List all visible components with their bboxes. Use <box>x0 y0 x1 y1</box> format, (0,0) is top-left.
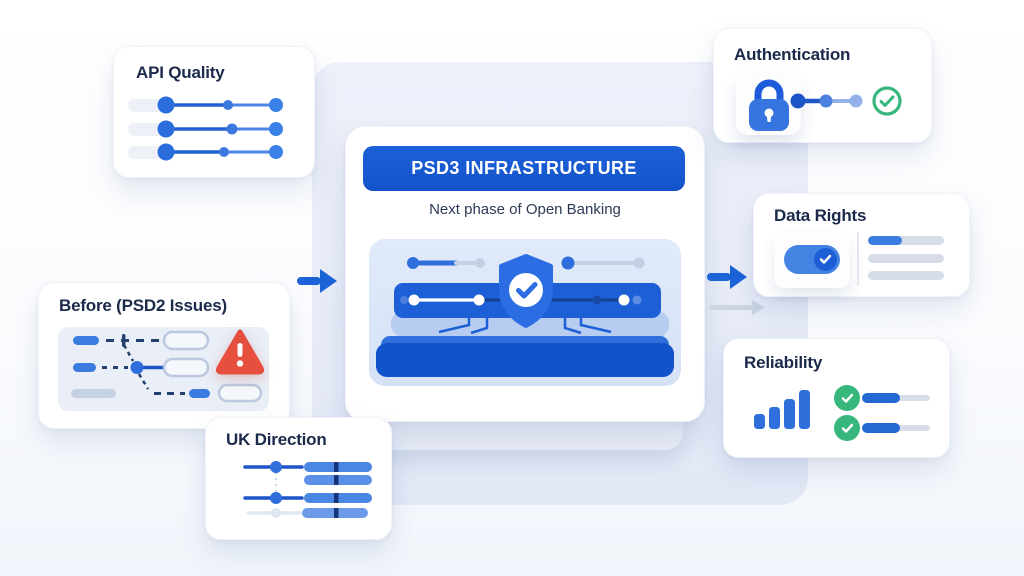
card-authentication: Authentication <box>713 28 932 143</box>
toggle-check-icon <box>814 248 837 271</box>
card-psd3-infrastructure: PSD3 INFRASTRUCTURE Next phase of Open B… <box>345 126 705 422</box>
lock-tile <box>736 75 801 135</box>
check-circle-icon <box>834 415 860 441</box>
toggle-tile <box>774 232 850 288</box>
reliability-item <box>834 385 934 411</box>
auth-progress-dots <box>790 93 863 109</box>
progress-bar <box>868 254 944 263</box>
api-quality-slider[interactable] <box>128 119 292 139</box>
progress-bar <box>868 271 944 280</box>
card-title: UK Direction <box>226 430 327 449</box>
card-before-psd2-issues: Before (PSD2 Issues) <box>38 282 290 429</box>
card-title: Reliability <box>744 353 823 372</box>
check-circle-icon <box>872 86 902 116</box>
data-consent-toggle[interactable] <box>784 245 840 274</box>
reliability-bar-chart <box>754 387 818 429</box>
card-reliability: Reliability <box>723 338 950 458</box>
card-title: Data Rights <box>774 206 867 225</box>
psd3-illustration <box>369 239 681 386</box>
card-title: API Quality <box>136 63 225 82</box>
progress-fill <box>862 393 900 403</box>
card-api-quality: API Quality <box>113 46 315 178</box>
api-quality-slider[interactable] <box>128 142 292 162</box>
progress-bar <box>868 236 944 245</box>
uk-direction-sliders[interactable] <box>242 460 378 522</box>
psd3-title: PSD3 INFRASTRUCTURE <box>411 158 637 178</box>
api-quality-slider[interactable] <box>128 95 292 115</box>
psd3-header-banner: PSD3 INFRASTRUCTURE <box>363 146 685 191</box>
warning-triangle-icon <box>215 329 265 375</box>
arrow-right-icon <box>297 269 337 293</box>
card-data-rights: Data Rights <box>753 193 970 297</box>
reliability-item <box>834 415 934 441</box>
card-uk-direction: UK Direction <box>205 417 392 540</box>
check-circle-icon <box>834 385 860 411</box>
psd3-subtitle: Next phase of Open Banking <box>429 201 621 218</box>
shield-check-icon <box>499 254 553 328</box>
divider <box>857 232 859 286</box>
progress-fill <box>862 423 900 433</box>
lock-icon <box>749 79 789 131</box>
arrow-right-faded-icon <box>709 300 765 315</box>
card-title: Before (PSD2 Issues) <box>59 296 227 315</box>
card-title: Authentication <box>734 45 851 64</box>
arrow-right-icon <box>707 265 747 289</box>
